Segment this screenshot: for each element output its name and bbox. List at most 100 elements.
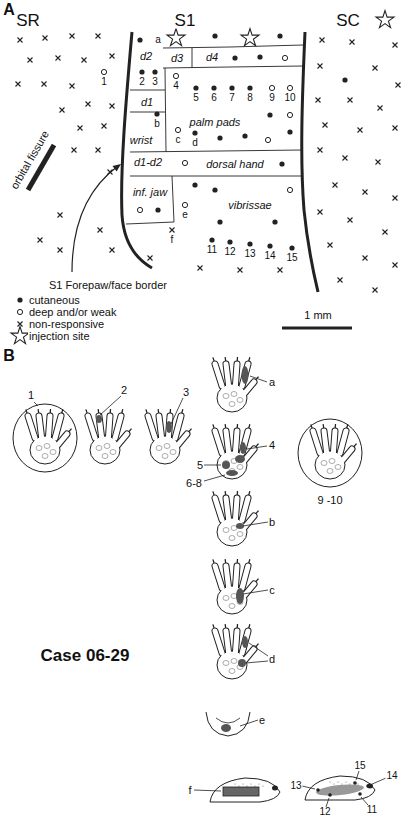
- region-line: [130, 112, 165, 113]
- callout-number: e: [181, 210, 189, 220]
- claw: [249, 357, 250, 361]
- recording-site: [353, 781, 357, 785]
- digit-fill: [244, 516, 254, 528]
- snout-outline: [210, 778, 280, 802]
- digit-fill: [57, 434, 67, 446]
- nonresponsive-x: [318, 64, 323, 69]
- digit-outline: [215, 431, 222, 453]
- digit-fill: [242, 631, 248, 653]
- claw: [237, 559, 239, 563]
- pad: [229, 669, 235, 674]
- digit-outline: [242, 498, 248, 520]
- callout-number: 4: [172, 81, 180, 91]
- cutaneous-dot: [209, 237, 214, 242]
- leader-line: [240, 720, 258, 726]
- claw: [224, 424, 226, 428]
- digit-outline: [226, 364, 229, 386]
- digit-outline: [28, 416, 35, 438]
- region-label: d1: [140, 97, 154, 108]
- nonresponsive-x: [320, 38, 325, 43]
- claw: [189, 429, 192, 432]
- weak-circle: [287, 85, 292, 90]
- digit-fill: [215, 431, 222, 453]
- nonresponsive-x: [363, 256, 368, 261]
- nonresponsive-x: [348, 98, 353, 103]
- digit-outline: [235, 631, 237, 653]
- claw: [322, 424, 324, 428]
- cutaneous-dot: [267, 243, 272, 248]
- nonresponsive-x: [238, 268, 243, 273]
- pad: [50, 450, 56, 455]
- digit-outline: [177, 434, 187, 446]
- digit-outline: [215, 566, 222, 588]
- annotation: f: [187, 785, 192, 796]
- nonresponsive-x: [376, 160, 381, 165]
- digit-fill: [226, 431, 229, 453]
- region-line: [165, 68, 166, 152]
- claw: [213, 491, 214, 495]
- digit-outline: [108, 416, 110, 438]
- digit-fill: [88, 416, 95, 438]
- claw: [122, 409, 123, 413]
- nonresponsive-x: [278, 268, 283, 273]
- digit-outline: [215, 498, 222, 520]
- digit-outline: [313, 431, 320, 453]
- jaw-outline: [206, 712, 250, 736]
- cutaneous-dot: [193, 85, 198, 90]
- pad: [96, 446, 102, 451]
- digit-outline: [148, 416, 155, 438]
- digit-fill: [226, 566, 229, 588]
- injection-star: [11, 327, 29, 344]
- field-outline: [13, 404, 77, 472]
- cutaneous-dot: [217, 135, 222, 140]
- callout-number: 12: [223, 247, 236, 257]
- injection-star: [167, 29, 185, 46]
- weak-circle: [269, 85, 274, 90]
- pad: [162, 454, 168, 459]
- callout-number: 2: [138, 77, 146, 87]
- receptive-field: [236, 588, 244, 604]
- paw-drawing: [213, 357, 259, 412]
- receptive-field: [242, 366, 249, 384]
- digit-fill: [342, 449, 352, 461]
- digit-outline: [226, 431, 229, 453]
- leader-line: [171, 398, 183, 424]
- nonresponsive-x: [338, 278, 343, 283]
- cutaneous-dot: [342, 77, 347, 82]
- weak-circle: [173, 73, 178, 78]
- claw: [224, 624, 226, 628]
- annotation: 1 mm: [303, 310, 333, 321]
- nonresponsive-x: [383, 230, 388, 235]
- digit-outline: [55, 416, 61, 438]
- leader-line: [326, 798, 329, 807]
- paw-drawing: [213, 624, 259, 679]
- claw: [249, 424, 250, 428]
- callout-number: b: [153, 119, 161, 129]
- whisker-dot: [337, 781, 338, 782]
- callout-number: c: [175, 135, 182, 145]
- nonresponsive-x: [393, 196, 398, 201]
- whisker-dot: [238, 785, 239, 786]
- cutaneous-dot: [277, 33, 282, 38]
- callout-number: d: [191, 138, 199, 148]
- area-border: [122, 32, 152, 268]
- digit-outline: [175, 416, 181, 438]
- whisker-dot: [254, 785, 255, 786]
- claw: [97, 409, 99, 413]
- digit-fill: [244, 584, 254, 596]
- nonresponsive-x: [42, 82, 47, 87]
- nonresponsive-x: [38, 238, 43, 243]
- nonresponsive-x: [98, 228, 103, 233]
- digit-outline: [115, 416, 121, 438]
- region-label: d2: [139, 51, 153, 62]
- claw: [213, 624, 214, 628]
- digit-outline: [226, 566, 229, 588]
- cutaneous-dot: [139, 69, 144, 74]
- weak-circle: [287, 112, 292, 117]
- digit-outline: [117, 434, 127, 446]
- weak-circle: [17, 309, 22, 314]
- receptive-fields: [13, 357, 386, 807]
- recording-site: [316, 788, 320, 792]
- claw: [157, 409, 159, 413]
